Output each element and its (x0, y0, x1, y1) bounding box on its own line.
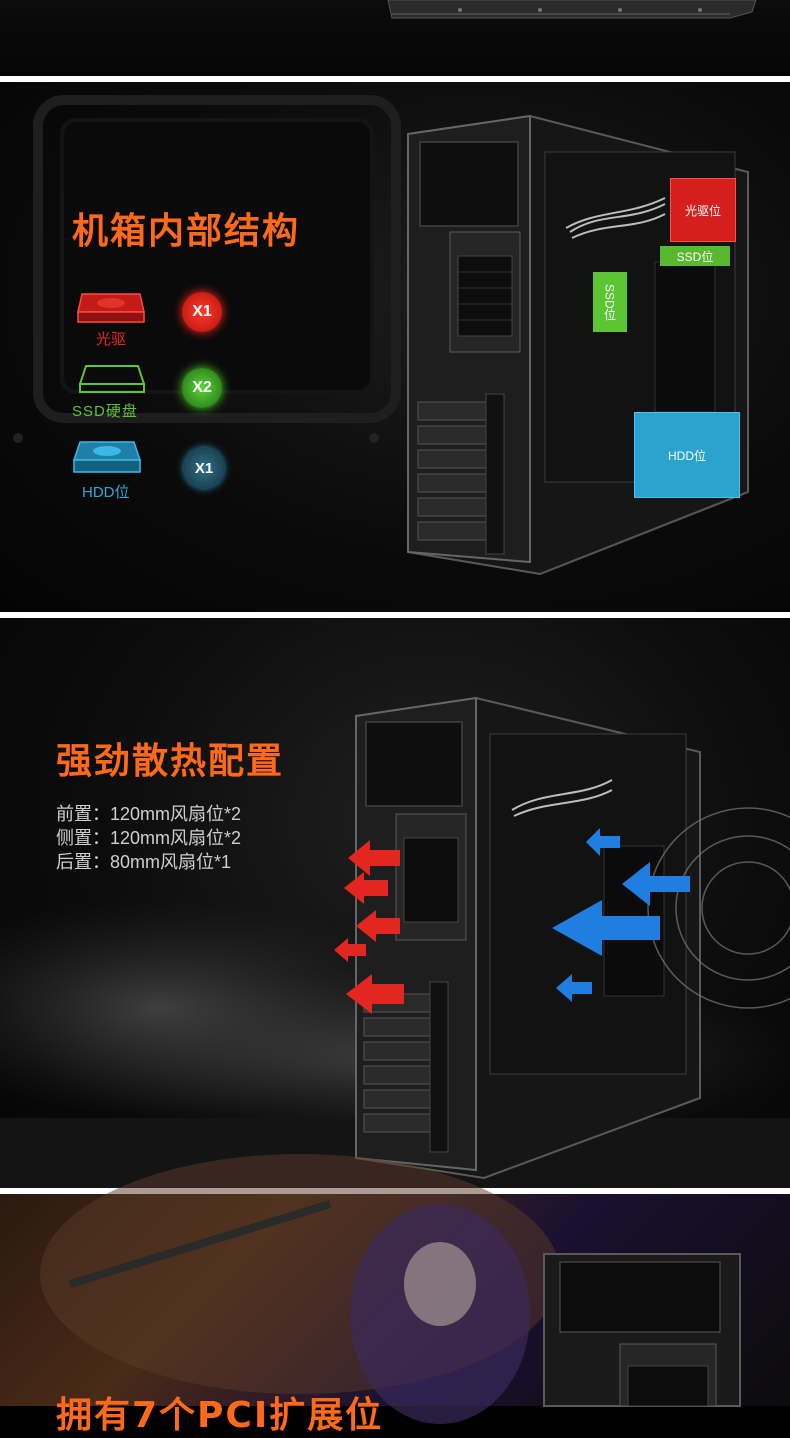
internal-structure-title: 机箱内部结构 (72, 211, 301, 252)
optical-slot-label: 光驱位 (670, 178, 736, 242)
ssd-slot-side-label: SSD位 (593, 272, 627, 332)
pci-background-graphic (40, 1154, 741, 1424)
cooling-background-graphic (0, 696, 790, 1188)
case-pci-illustration (543, 1253, 741, 1407)
count-badge-ssd: X2 (182, 368, 222, 408)
case-bottom-graphic (387, 0, 757, 19)
legend-label-hdd: HDD位 (82, 484, 130, 501)
legend-label-optical: 光驱 (96, 331, 127, 348)
count-badge-optical: X1 (182, 292, 222, 332)
ssd-slot-bottom-label: SSD位 (660, 246, 730, 266)
legend-label-ssd: SSD硬盘 (72, 403, 138, 420)
internal-structure-section: 机箱内部结构 光驱 X1 SSD硬盘 X2 HDD位 X1 光驱位 SSD位 S… (0, 82, 790, 612)
cooling-section: 强劲散热配置 前置：120mm风扇位*2 侧置：120mm风扇位*2 后置：80… (0, 618, 790, 1188)
cooling-title: 强劲散热配置 (56, 741, 285, 782)
spec-front-fan: 前置：120mm风扇位*2 (56, 804, 242, 824)
ssd-icon (78, 365, 146, 393)
spec-rear-fan: 后置：80mm风扇位*1 (56, 852, 232, 872)
internal-background-graphic (13, 95, 749, 576)
optical-drive-icon (77, 293, 145, 323)
spec-side-fan: 侧置：120mm风扇位*2 (56, 828, 242, 848)
pci-section: 拥有7个PCI扩展位 (0, 1154, 790, 1436)
case-cooling-illustration (355, 696, 701, 1180)
pci-title: 拥有7个PCI扩展位 (56, 1395, 384, 1436)
top-case-strip (0, 0, 790, 76)
section-divider (0, 612, 790, 618)
section-divider (0, 76, 790, 82)
count-badge-hdd: X1 (184, 448, 224, 488)
case-interior-illustration (407, 114, 749, 576)
hdd-icon (72, 441, 142, 473)
hdd-slot-label: HDD位 (634, 412, 740, 498)
